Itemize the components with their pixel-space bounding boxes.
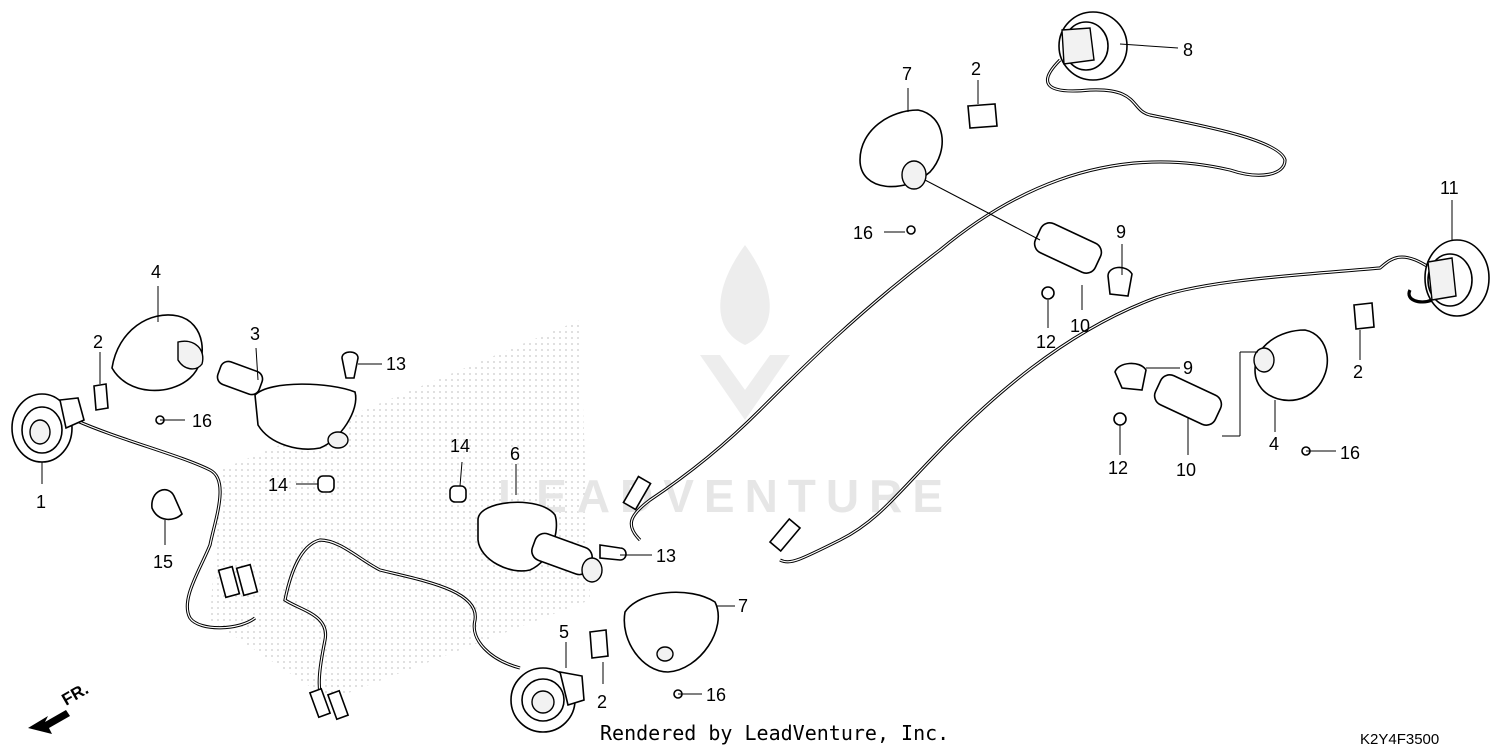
callout-9: 9 — [1183, 358, 1193, 378]
front-right-turn-signal-assembly — [283, 485, 720, 733]
rear-right-turn-signal-assembly — [768, 239, 1490, 564]
callout-12: 12 — [1036, 332, 1056, 352]
callout-7: 7 — [902, 64, 912, 84]
watermark-brand: LEADVENTURE — [498, 470, 953, 522]
callout-8: 8 — [1183, 40, 1193, 60]
callout-5: 5 — [559, 622, 569, 642]
callout-13: 13 — [386, 354, 406, 374]
callout-numbers: 1 2 2 2 2 3 4 4 5 6 7 7 8 9 9 10 10 11 1… — [36, 40, 1459, 712]
callout-4: 4 — [1269, 434, 1279, 454]
callout-1: 1 — [36, 492, 46, 512]
front-direction-indicator: FR. — [28, 679, 92, 734]
callout-2: 2 — [1353, 362, 1363, 382]
arrow-down-left-icon — [28, 710, 70, 734]
callout-12: 12 — [1108, 458, 1128, 478]
diagram-code: K2Y4F3500 — [1360, 731, 1439, 748]
callout-15: 15 — [153, 552, 173, 572]
direction-label: FR. — [59, 679, 92, 709]
watermark: LEADVENTURE — [210, 245, 953, 700]
callout-13: 13 — [656, 546, 676, 566]
callout-16: 16 — [1340, 443, 1360, 463]
callout-9: 9 — [1116, 222, 1126, 242]
callout-4: 4 — [151, 262, 161, 282]
callout-6: 6 — [510, 444, 520, 464]
render-credit: Rendered by LeadVenture, Inc. — [600, 721, 949, 745]
callout-10: 10 — [1070, 316, 1090, 336]
callout-14: 14 — [450, 436, 470, 456]
rear-left-turn-signal-assembly — [622, 11, 1287, 542]
callout-2: 2 — [971, 59, 981, 79]
callout-2: 2 — [93, 332, 103, 352]
leader-lines — [41, 43, 1453, 695]
callout-3: 3 — [250, 324, 260, 344]
callout-14: 14 — [268, 475, 288, 495]
callout-7: 7 — [738, 596, 748, 616]
callout-11: 11 — [1440, 178, 1459, 198]
callout-2: 2 — [597, 692, 607, 712]
front-left-turn-signal-assembly — [11, 314, 359, 630]
callout-10: 10 — [1176, 460, 1196, 480]
callout-16: 16 — [853, 223, 873, 243]
callout-16: 16 — [706, 685, 726, 705]
callout-16: 16 — [192, 411, 212, 431]
